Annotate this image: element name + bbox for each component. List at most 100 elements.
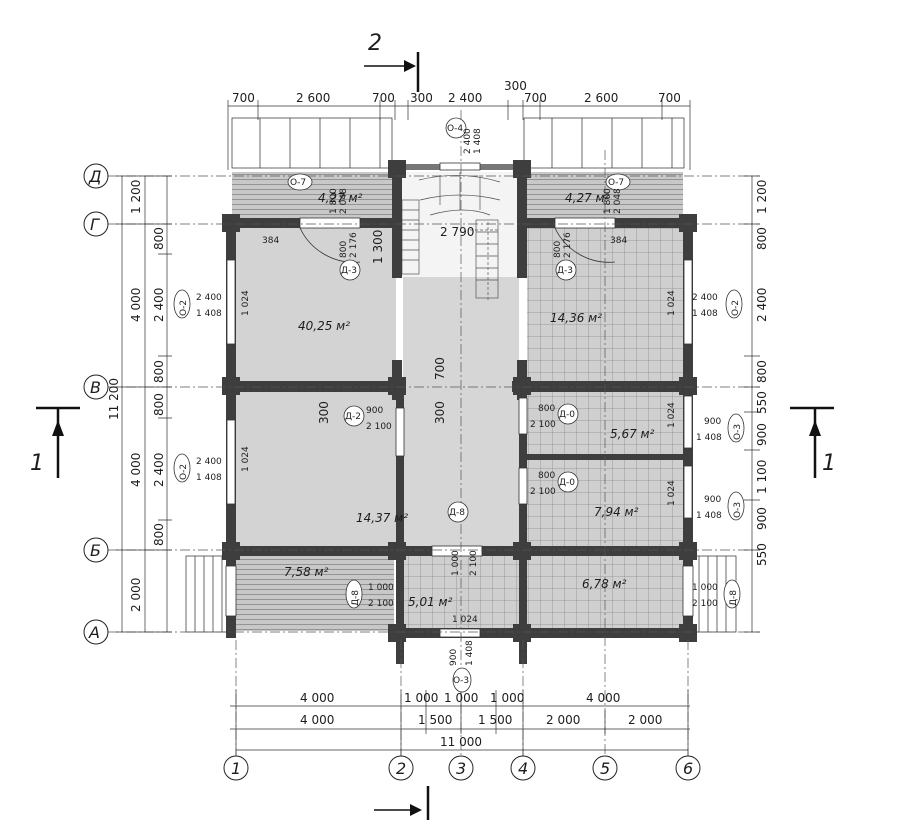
axis-row-v: В [90, 378, 101, 397]
section-label-1-right: 1 [822, 451, 836, 476]
axis-col-1: 1 [231, 759, 241, 778]
room-area-room-ne: 14,36 м² [550, 311, 602, 325]
note-1408-o3a: 1 408 [696, 433, 722, 443]
tag-o3-bottom: О-3 [453, 676, 469, 686]
axis-col-3: 3 [456, 759, 466, 778]
note-800-d3r: 800 [553, 241, 563, 258]
note-800-d0a: 800 [538, 404, 555, 414]
dim-bottom-r1-5: 4 000 [586, 691, 620, 705]
section-markers [36, 52, 834, 820]
dim-bottom-total: 11 000 [440, 735, 482, 749]
note-2100-d8l: 2 100 [368, 599, 394, 609]
tag-d3-left: Д-3 [341, 266, 357, 276]
section-label-1-left: 1 [30, 451, 44, 476]
dim-right-9: 550 [755, 543, 769, 566]
room-area-porch: 7,58 м² [284, 565, 329, 579]
dim-bottom-r2-1: 4 000 [300, 713, 334, 727]
note-2400-o4: 2 400 [463, 128, 473, 154]
dim-bottom-r1-3: 1 000 [444, 691, 478, 705]
dim-bottom-r1-4: 1 000 [490, 691, 524, 705]
dim-left-4: 800 [152, 360, 166, 383]
tag-o3-right-1: О-3 [733, 424, 743, 440]
axis-row-a: А [88, 623, 100, 642]
axis-row-d: Д [88, 167, 102, 186]
note-1408-o4: 1 408 [473, 128, 483, 154]
dim-bottom-r1-2: 1 000 [404, 691, 438, 705]
axis-col-2: 2 [396, 759, 406, 778]
dim-right-7: 1 100 [755, 460, 769, 494]
note-900-o3b: 900 [704, 495, 721, 505]
note-700: 700 [433, 357, 447, 380]
dim-left-mid-2: 4 000 [129, 453, 143, 487]
dim-left-total: 11 200 [107, 378, 121, 420]
dim-right-3: 2 400 [755, 288, 769, 322]
dim-left-3: 2 400 [152, 288, 166, 322]
tag-o3-right-2: О-3 [733, 502, 743, 518]
note-1408-o2-lt: 1 408 [196, 309, 222, 319]
dim-top-8: 2 600 [584, 91, 618, 105]
axis-row-b: Б [90, 541, 101, 560]
note-1000-d8r: 1 000 [692, 583, 718, 593]
note-384-left: 384 [262, 236, 279, 246]
tag-d8-right: Д-8 [729, 590, 739, 606]
dim-top-7: 700 [524, 91, 547, 105]
dim-bottom-r2-5: 2 000 [628, 713, 662, 727]
note-1000-d8l: 1 000 [368, 583, 394, 593]
note-300-mid: 300 [433, 401, 447, 424]
dim-left-1: 1 200 [129, 180, 143, 214]
note-1024-rb: 1 024 [667, 480, 677, 506]
note-2176-d3r: 2 176 [563, 232, 573, 258]
dim-top-3: 700 [372, 91, 395, 105]
note-300-left: 300 [317, 401, 331, 424]
note-2100-d8m: 2 100 [469, 550, 479, 576]
axis-col-6: 6 [683, 759, 693, 778]
dim-left-6: 2 400 [152, 453, 166, 487]
windows [226, 162, 693, 638]
tag-o7-left: О-7 [290, 178, 306, 188]
section-label-2: 2 [368, 31, 382, 56]
dim-right-5: 550 [755, 391, 769, 414]
note-2100-d0a: 2 100 [530, 420, 556, 430]
doors [225, 217, 694, 617]
note-900-d2: 900 [366, 406, 383, 416]
dim-right-4: 800 [755, 360, 769, 383]
dim-left-5: 800 [152, 393, 166, 416]
dim-top-2: 2 600 [296, 91, 330, 105]
tag-d8-hall: Д-8 [449, 508, 465, 518]
dim-top-4: 300 [410, 91, 433, 105]
dim-right-6: 900 [755, 423, 769, 446]
note-900-bottom: 900 [449, 649, 459, 666]
element-tag-ovals [173, 117, 745, 693]
room-area-terrace-left: 4,27 м² [318, 191, 363, 205]
dim-right-2: 800 [755, 227, 769, 250]
tag-o2-left-top: О-2 [179, 300, 189, 316]
note-1024-rt: 1 024 [667, 290, 677, 316]
note-2048-left: 2 048 [339, 188, 349, 214]
note-2400-o2-lb: 2 400 [196, 457, 222, 467]
room-area-bath-2: 7,94 м² [594, 505, 639, 519]
dim-top-1: 700 [232, 91, 255, 105]
tag-o7-right: О-7 [608, 178, 624, 188]
dim-top-9: 700 [658, 91, 681, 105]
axis-row-g: Г [90, 215, 100, 234]
room-area-terrace-right: 4,27 м² [565, 191, 610, 205]
tag-d3-right: Д-3 [557, 266, 573, 276]
note-1408-bottom: 1 408 [465, 640, 475, 666]
dim-right-1: 1 200 [755, 180, 769, 214]
note-2176-d3l: 2 176 [349, 232, 359, 258]
tag-d2: Д-2 [345, 412, 361, 422]
note-1024-lb: 1 024 [241, 446, 251, 472]
row-axis-bubbles [83, 163, 109, 645]
note-1024-lt: 1 024 [241, 290, 251, 316]
dim-right-8: 900 [755, 507, 769, 530]
note-1024-hall: 1 024 [452, 615, 478, 625]
note-2790: 2 790 [440, 225, 474, 239]
note-2400-o2-rt: 2 400 [692, 293, 718, 303]
note-384-right: 384 [610, 236, 627, 246]
column-axis-bubbles [223, 755, 701, 781]
dim-left-mid-1: 4 000 [129, 288, 143, 322]
room-area-room-se: 6,78 м² [582, 577, 627, 591]
note-2100-d0b: 2 100 [530, 487, 556, 497]
dimension-lines [116, 100, 760, 760]
